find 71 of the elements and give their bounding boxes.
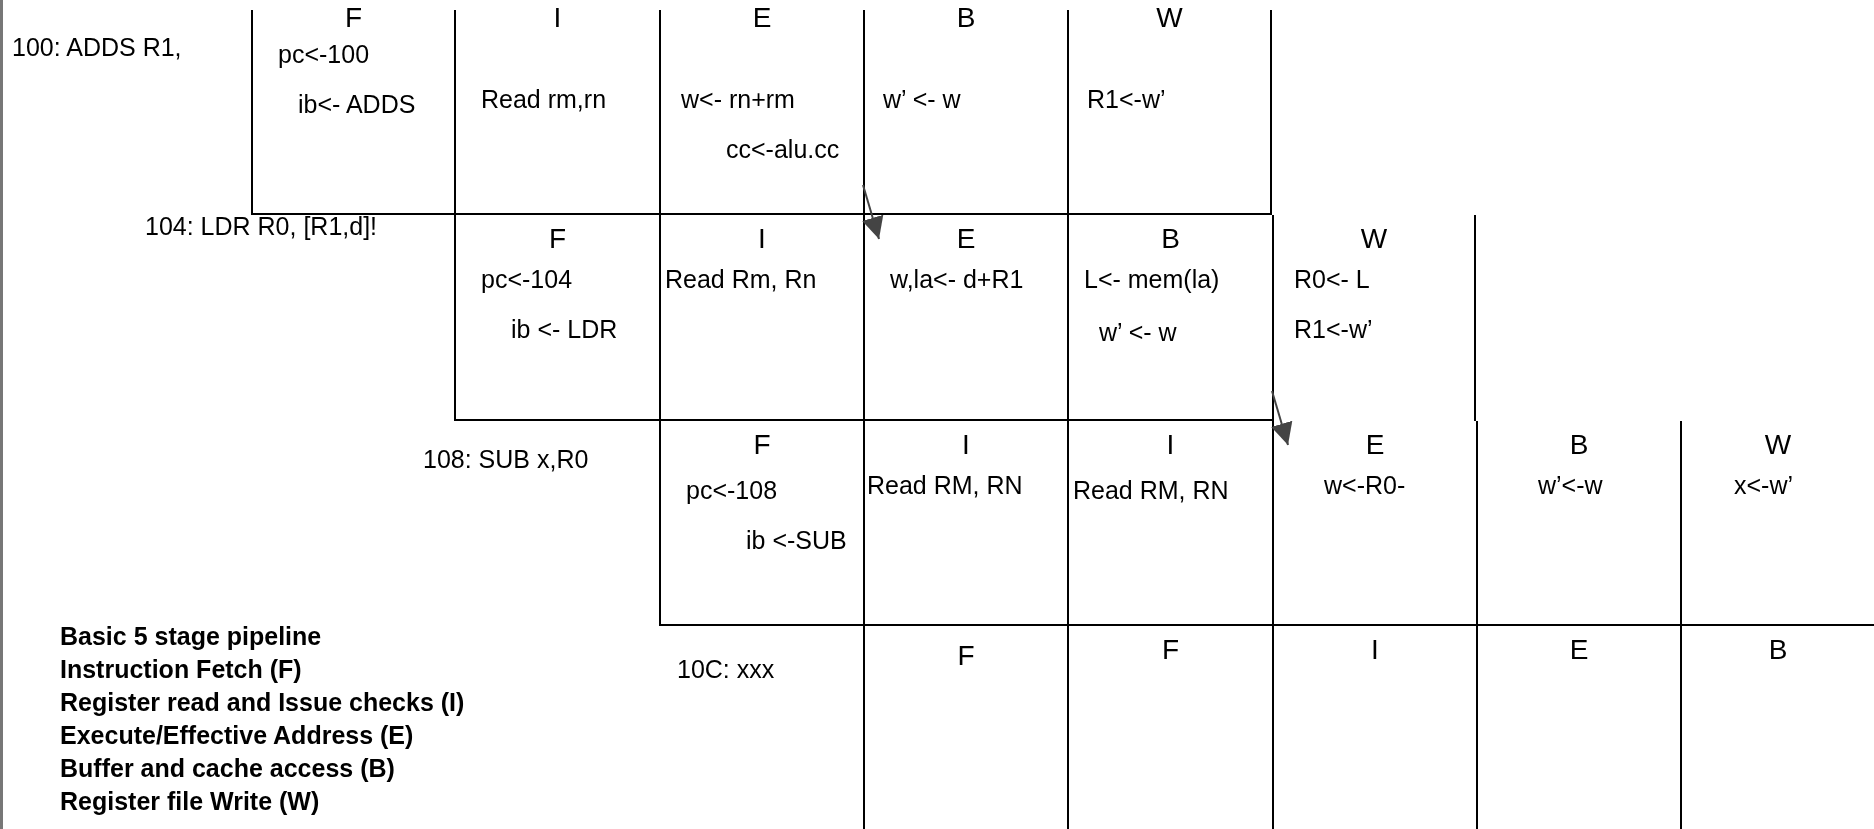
register-transfer-text: pc<-104 — [481, 265, 573, 294]
pipeline-stage-cell — [1476, 421, 1680, 626]
pipeline-stage-cell — [863, 215, 1067, 421]
register-transfer-text: w,la<- d+R1 — [890, 265, 1024, 294]
register-transfer-text: cc<-alu.cc — [726, 135, 840, 164]
register-transfer-text: w<-R0- — [1324, 471, 1406, 500]
register-transfer-text: pc<-100 — [278, 40, 370, 69]
pipeline-stage-cell — [659, 10, 863, 215]
register-transfer-text: w’ <- w — [883, 85, 961, 114]
stage-letter: I — [1370, 634, 1380, 666]
stage-letter: I — [961, 429, 971, 461]
stage-description: Execute/Effective Address (E) — [60, 721, 414, 750]
stage-letter: B — [1767, 634, 1789, 666]
stage-letter: W — [1359, 223, 1389, 255]
forwarding-arrow — [1271, 390, 1293, 446]
stage-letter: F — [343, 2, 364, 34]
register-transfer-text: x<-w’ — [1734, 471, 1794, 500]
stage-description: Register read and Issue checks (I) — [60, 688, 465, 717]
instruction-label: 100: ADDS R1, — [12, 33, 182, 62]
register-transfer-text: Read rm,rn — [481, 85, 607, 114]
pipeline-stage-cell — [659, 215, 863, 421]
stage-letter: E — [751, 2, 773, 34]
instruction-label: 104: LDR R0, [R1,d]! — [145, 212, 378, 241]
forwarding-arrow — [862, 184, 884, 240]
legend-title: Basic 5 stage pipeline — [60, 622, 322, 651]
register-transfer-text: R1<-w’ — [1087, 85, 1166, 114]
pipeline-stage-cell — [863, 421, 1067, 626]
stage-description: Register file Write (W) — [60, 787, 320, 816]
register-transfer-text: R1<-w’ — [1294, 315, 1373, 344]
register-transfer-text: w’ <- w — [1099, 318, 1177, 347]
stage-letter: B — [955, 2, 977, 34]
pipeline-stage-cell — [1272, 421, 1476, 626]
register-transfer-text: w<- rn+rm — [681, 85, 795, 114]
stage-description: Instruction Fetch (F) — [60, 655, 302, 684]
stage-letter: I — [1165, 429, 1176, 461]
pipeline-stage-cell — [454, 215, 659, 421]
instruction-label: 10C: xxx — [677, 655, 775, 684]
register-transfer-text: w’<-w — [1538, 471, 1603, 500]
register-transfer-text: R0<- L — [1294, 265, 1370, 294]
pipeline-stage-cell — [1680, 421, 1874, 626]
instruction-label: 108: SUB x,R0 — [423, 445, 589, 474]
stage-letter: F — [956, 640, 976, 672]
stage-description: Buffer and cache access (B) — [60, 754, 395, 783]
stage-letter: I — [552, 2, 563, 34]
pipeline-stage-cell — [1272, 215, 1476, 421]
stage-letter: E — [1568, 634, 1590, 666]
stage-letter: B — [1568, 429, 1590, 461]
register-transfer-text: Read RM, RN — [867, 471, 1023, 500]
pipeline-stage-cell — [454, 10, 659, 215]
register-transfer-text: Read Rm, Rn — [665, 265, 817, 294]
pipeline-stage-cell — [1067, 10, 1272, 215]
register-transfer-text: ib <- LDR — [511, 315, 618, 344]
stage-letter: E — [1364, 429, 1386, 461]
stage-letter: W — [1763, 429, 1793, 461]
register-transfer-text: ib<- ADDS — [298, 90, 416, 119]
register-transfer-text: L<- mem(la) — [1084, 265, 1220, 294]
register-transfer-text: Read RM, RN — [1073, 476, 1229, 505]
pipeline-stage-cell — [863, 10, 1067, 215]
stage-letter: F — [547, 223, 568, 255]
pipeline-stage-cell — [659, 421, 863, 626]
register-transfer-text: ib <-SUB — [746, 526, 847, 555]
stage-letter: I — [757, 223, 767, 255]
pipeline-stage-cell — [251, 10, 454, 215]
stage-letter: W — [1155, 2, 1184, 34]
stage-letter: F — [1160, 634, 1181, 666]
stage-letter: B — [1160, 223, 1181, 255]
register-transfer-text: pc<-108 — [686, 476, 778, 505]
pipeline-stage-cell — [1067, 421, 1272, 626]
stage-letter: F — [752, 429, 772, 461]
stage-letter: E — [955, 223, 977, 255]
pipeline-stage-cell — [1067, 215, 1272, 421]
